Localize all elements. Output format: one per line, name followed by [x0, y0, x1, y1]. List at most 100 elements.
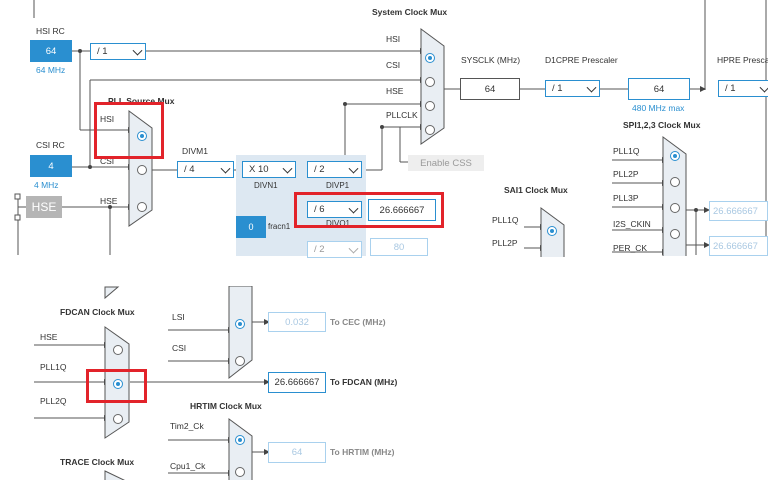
fdcan-pll2q-radio[interactable] [113, 414, 123, 424]
section-gap [0, 256, 768, 286]
chevron-down-icon [348, 243, 359, 254]
fdcan-mux-title: FDCAN Clock Mux [60, 307, 135, 317]
d1cpre-label: D1CPRE Prescaler [545, 55, 618, 65]
divq1-select[interactable]: / 6 [307, 201, 362, 218]
cec-lsi-radio[interactable] [235, 319, 245, 329]
divp1-label: DIVP1 [326, 181, 350, 190]
cec-csi-label: CSI [172, 343, 187, 353]
cec-lsi-label: LSI [172, 312, 185, 322]
highlight-pll-source [94, 102, 164, 159]
hrtim-tim2-label: Tim2_Ck [170, 421, 204, 431]
fdcan-frequency[interactable]: 26.666667 [268, 372, 326, 393]
csi-rc-label: CSI RC [36, 140, 65, 150]
hsi-divider-select[interactable]: / 1 [90, 43, 146, 60]
spi-pll3p-label: PLL3P [613, 193, 639, 203]
sys-mux-hsi-radio[interactable] [425, 53, 435, 63]
fdcan-label: To FDCAN (MHz) [330, 377, 398, 387]
spi-pll2p-label: PLL2P [613, 169, 639, 179]
system-clock-mux-title: System Clock Mux [372, 7, 448, 17]
hrtim-frequency[interactable]: 64 [268, 442, 326, 463]
spi-i2s-label: I2S_CKIN [613, 219, 651, 229]
hrtim-tim2-radio[interactable] [235, 435, 245, 445]
divn1-select[interactable]: X 10 [242, 161, 296, 178]
sysclk-label: SYSCLK (MHz) [461, 55, 521, 65]
cec-frequency[interactable]: 0.032 [268, 312, 326, 332]
fdcan-pll2q-label: PLL2Q [40, 396, 67, 406]
sys-mux-pllclk-radio[interactable] [425, 125, 435, 135]
divr1-select[interactable]: / 2 [307, 241, 362, 258]
hrtim-label: To HRTIM (MHz) [330, 447, 395, 457]
hsi-rc-freq: 64 MHz [36, 65, 66, 75]
d1cpre-select[interactable]: / 1 [545, 80, 600, 97]
trace-mux-title: TRACE Clock Mux [60, 457, 135, 467]
pll-source-csi-radio[interactable] [137, 165, 147, 175]
chevron-down-icon [348, 163, 359, 174]
hrtim-cpu1-label: Cpu1_Ck [170, 461, 206, 471]
cpu-frequency[interactable]: 64 [628, 78, 690, 100]
enable-css-button[interactable]: Enable CSS [408, 155, 484, 171]
pll-hse-label: HSE [100, 196, 118, 206]
fdcan-hse-radio[interactable] [113, 345, 123, 355]
divm1-label: DIVM1 [182, 146, 208, 156]
hrtim-clock-mux [228, 418, 253, 480]
fdcan-pll1q-radio[interactable] [113, 379, 123, 389]
sys-mux-csi-label: CSI [386, 60, 401, 70]
chevron-down-icon [132, 45, 143, 56]
pll-source-hsi-radio[interactable] [137, 131, 147, 141]
csi-rc-value: 4 [30, 155, 72, 177]
spi-per-label: PER_CK [613, 243, 648, 253]
sys-mux-hse-label: HSE [386, 86, 404, 96]
sai1-pll1q-radio[interactable] [547, 226, 557, 236]
spi-output-2[interactable]: 26.666667 [709, 236, 768, 256]
spi-pll1q-radio[interactable] [670, 151, 680, 161]
sysclk-value[interactable]: 64 [460, 78, 520, 100]
hrtim-mux-title: HRTIM Clock Mux [190, 401, 262, 411]
chevron-down-icon [220, 163, 231, 174]
hrtim-cpu1-radio[interactable] [235, 467, 245, 477]
sai1-pll1q-label: PLL1Q [492, 215, 519, 225]
pll-hsi-label: HSI [100, 114, 115, 124]
cpu-max-label: 480 MHz max [632, 103, 685, 113]
fracn1-value[interactable]: 0 [236, 216, 266, 238]
pll-csi-label: CSI [100, 156, 115, 166]
sys-mux-pllclk-label: PLLCLK [386, 110, 418, 120]
chevron-down-icon [282, 163, 293, 174]
chevron-down-icon [759, 82, 768, 93]
divr1-frequency[interactable]: 80 [370, 238, 428, 256]
sys-mux-hsi-label: HSI [386, 34, 401, 44]
highlight-fdcan-pll1q [86, 369, 147, 403]
cec-clock-mux [228, 286, 253, 380]
spi-pll2p-radio[interactable] [670, 177, 680, 187]
hsi-rc-label: HSI RC [36, 26, 65, 36]
sai1-mux-title: SAI1 Clock Mux [504, 185, 568, 195]
cut-mux-top [104, 286, 120, 300]
spi-pll1q-label: PLL1Q [613, 146, 640, 156]
fdcan-hse-label: HSE [40, 332, 58, 342]
divq1-label: DIVQ1 [326, 219, 351, 228]
spi-clock-mux [662, 136, 687, 256]
sai1-pll2p-label: PLL2P [492, 238, 518, 248]
sys-mux-hse-radio[interactable] [425, 101, 435, 111]
divq1-frequency[interactable]: 26.666667 [368, 199, 436, 221]
spi-pll3p-radio[interactable] [670, 203, 680, 213]
cec-label: To CEC (MHz) [330, 317, 386, 327]
cec-csi-radio[interactable] [235, 356, 245, 366]
hse-input-box[interactable]: HSE [26, 196, 62, 218]
pll-source-mux-title: PLL Source Mux [108, 96, 175, 106]
spi-output-1[interactable]: 26.666667 [709, 201, 768, 221]
chevron-down-icon [586, 82, 597, 93]
divn1-label: DIVN1 [254, 181, 278, 190]
hsi-rc-value: 64 [30, 40, 72, 62]
sys-mux-csi-radio[interactable] [425, 77, 435, 87]
divp1-select[interactable]: / 2 [307, 161, 362, 178]
spi-mux-title: SPI1,2,3 Clock Mux [623, 120, 701, 130]
highlight-divq1 [294, 192, 444, 228]
spi-i2s-radio[interactable] [670, 229, 680, 239]
fdcan-pll1q-label: PLL1Q [40, 362, 67, 372]
hpre-label: HPRE Prescaler [717, 55, 768, 65]
pll-source-hse-radio[interactable] [137, 202, 147, 212]
hpre-select[interactable]: / 1 [718, 80, 768, 97]
fracn1-label: fracn1 [268, 222, 291, 231]
divm1-select[interactable]: / 4 [177, 161, 234, 178]
trace-clock-mux [104, 470, 125, 480]
